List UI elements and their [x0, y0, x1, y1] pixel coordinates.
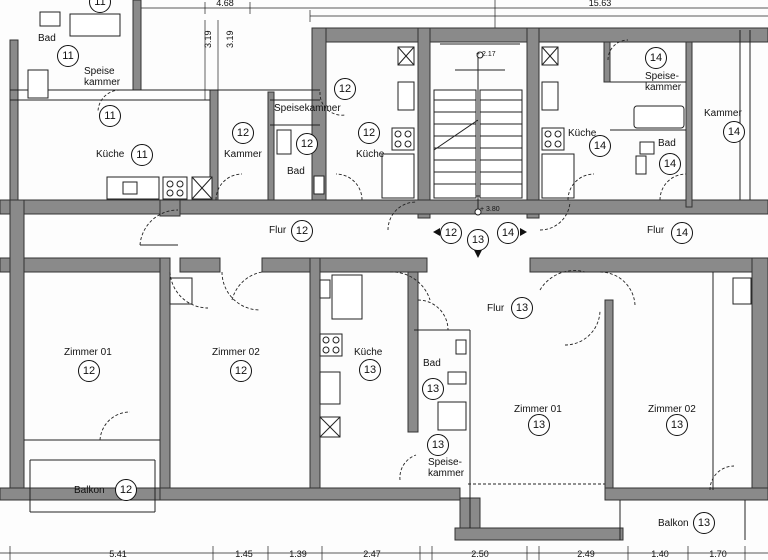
unit-marker-11: 11: [99, 105, 121, 127]
room-label-kammer-12: Kammer: [224, 149, 262, 160]
room-label-flur-13: Flur: [487, 303, 505, 314]
unit-marker-13: 13: [467, 229, 489, 251]
dimension-bottom: 2.49: [577, 549, 595, 559]
room-label-flur-14: Flur: [647, 225, 665, 236]
unit-marker-13: 13: [511, 297, 533, 319]
unit-marker-12: 12: [232, 122, 254, 144]
unit-marker-13: 13: [359, 359, 381, 381]
room-label-zimmer02-13: Zimmer 02: [648, 404, 696, 415]
unit-marker-12: 12: [334, 78, 356, 100]
unit-marker-13: 13: [693, 512, 715, 534]
dimension-bottom: 2.50: [471, 549, 489, 559]
room-label-bad-13: Bad: [423, 358, 441, 369]
elevation-bottom: + 3.80: [480, 206, 500, 213]
unit-marker-11: 11: [131, 144, 153, 166]
room-label-speise-13: Speise-: [428, 457, 462, 468]
door-swings: [97, 39, 735, 491]
room-label-kammer-14: kammer: [645, 82, 682, 93]
unit-marker-12: 12: [358, 122, 380, 144]
unit-marker-12: 12: [230, 360, 252, 382]
room-label-balkon-13: Balkon: [658, 518, 689, 529]
room-label-speise-14: Speise-: [645, 71, 679, 82]
room-label-kueche-13: Küche: [354, 347, 383, 358]
walls: [0, 0, 768, 541]
room-label-kueche-14: Küche: [568, 128, 597, 139]
room-label-zimmer01-13: Zimmer 01: [514, 404, 562, 415]
unit-marker-14: 14: [723, 121, 745, 143]
top-dimension-lines: [140, 0, 768, 100]
room-label-balkon-12: Balkon: [74, 485, 105, 496]
unit-marker-12: 12: [296, 133, 318, 155]
room-label-kammer-11: kammer: [84, 77, 121, 88]
room-label-speisekammer-12: Speisekammer: [274, 103, 341, 114]
dimension-vertical-2: 3.19: [225, 30, 235, 48]
dimension-vertical-1: 3.19: [203, 30, 213, 48]
unit-marker-12: 12: [440, 222, 462, 244]
unit-marker-11: 11: [57, 45, 79, 67]
room-label-zimmer02-12: Zimmer 02: [212, 347, 260, 358]
room-label-kueche-12: Küche: [356, 149, 385, 160]
unit-marker-13: 13: [666, 414, 688, 436]
dimension-bottom: 1.39: [289, 549, 307, 559]
unit-marker-14: 14: [659, 153, 681, 175]
room-label-bad-14: Bad: [658, 138, 676, 149]
room-label-kammer-13: kammer: [428, 468, 465, 479]
dimension-top-1: 4.68: [216, 0, 234, 8]
room-label-bad-12: Bad: [287, 166, 305, 177]
unit-marker-14: 14: [589, 135, 611, 157]
dimension-bottom: 5.41: [109, 549, 127, 559]
dimension-bottom: 1.40: [651, 549, 669, 559]
room-label-kueche-11: Küche: [96, 149, 125, 160]
unit-marker-12: 12: [78, 360, 100, 382]
interior-lines: [10, 30, 751, 540]
unit-marker-13: 13: [422, 378, 444, 400]
unit-marker-14: 14: [671, 222, 693, 244]
room-label-kammer14: Kammer: [704, 108, 742, 119]
unit-marker-13: 13: [528, 414, 550, 436]
unit-marker-14: 14: [645, 47, 667, 69]
unit-marker-12: 12: [115, 479, 137, 501]
room-label-zimmer01-12: Zimmer 01: [64, 347, 112, 358]
room-label-flur-12: Flur: [269, 225, 287, 236]
unit-marker-12: 12: [291, 220, 313, 242]
dimension-bottom: 1.70: [709, 549, 727, 559]
room-label-bad-11: Bad: [38, 33, 56, 44]
dimension-bottom: 2.47: [363, 549, 381, 559]
dimension-top-2: 15.63: [588, 0, 612, 8]
dimension-bottom: 1.45: [235, 549, 253, 559]
fixtures: [27, 11, 752, 438]
elevation-top: + 2.17: [476, 51, 496, 58]
staircase: [433, 51, 527, 258]
room-label-speise-11: Speise: [84, 66, 115, 77]
unit-marker-14: 14: [497, 222, 519, 244]
unit-marker-13: 13: [427, 434, 449, 456]
